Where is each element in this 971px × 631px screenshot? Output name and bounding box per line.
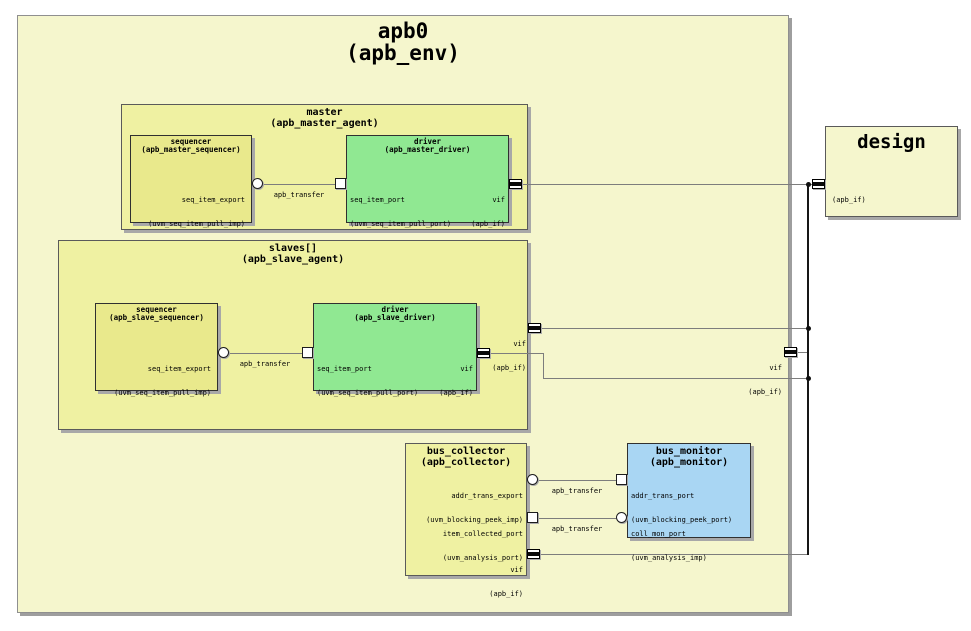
wire-slave-driver-vif-h2 [543, 378, 808, 379]
master-driver-instance-label: driver [413, 137, 442, 146]
design-box[interactable]: design [825, 126, 958, 217]
slave-driver-class-label: (apb_slave_driver) [354, 313, 436, 322]
collector-class-label: (apb_collector) [420, 457, 512, 468]
master-seq-item-port-icon[interactable] [335, 178, 346, 189]
collector-addr-trans-export-port-icon[interactable] [527, 474, 538, 485]
env-instance-label: apb0 [377, 19, 429, 43]
master-apb-transfer-wire-label: apb_transfer [273, 191, 325, 199]
monitor-box[interactable]: bus_monitor (apb_monitor) [627, 443, 751, 538]
monitor-coll-mon-port-label: coll_mon_port (uvm_analysis_imp) [631, 530, 707, 562]
collector-item-collected-port-label: item_collected_port (uvm_analysis_port) [442, 530, 523, 562]
monitor-class-label: (apb_monitor) [649, 457, 729, 468]
slave-seq-item-port-icon[interactable] [302, 347, 313, 358]
design-apb-if-port-label: (apb_if) [832, 196, 866, 204]
slave-apb-transfer-wire-label: apb_transfer [239, 360, 291, 368]
slave-agent-instance-label: slaves[] [268, 243, 318, 254]
wire-slave-driver-vif-h1 [490, 353, 543, 354]
master-seq-item-export-label: seq_item_export (uvm_seq_item_pull_imp) [148, 196, 245, 228]
wire-env-vif [797, 352, 807, 353]
master-seq-item-export-port-icon[interactable] [252, 178, 263, 189]
collector-instance-label: bus_collector [426, 446, 506, 457]
master-agent-instance-label: master [306, 107, 343, 118]
collector-analysis-wire-label: apb_transfer [551, 525, 603, 533]
master-driver-vif-label: vif (apb_if) [471, 196, 505, 228]
master-driver-class-label: (apb_master_driver) [384, 145, 471, 154]
slave-driver-vif-port-icon[interactable] [477, 348, 490, 358]
design-apb-if-port-icon[interactable] [812, 179, 825, 189]
master-seq-item-port-label: seq_item_port (uvm_seq_item_pull_port) [350, 196, 452, 228]
junction-dot-design [806, 182, 811, 187]
wire-collector-to-monitor-peek [538, 480, 616, 481]
master-sequencer-instance-label: sequencer [170, 137, 212, 146]
slave-agent-vif-label: vif (apb_if) [492, 340, 526, 372]
wire-collector-vif [540, 554, 807, 555]
env-class-label: (apb_env) [346, 41, 460, 65]
monitor-coll-mon-port-icon[interactable] [616, 512, 627, 523]
collector-vif-label: vif (apb_if) [489, 566, 523, 598]
collector-box[interactable]: bus_collector (apb_collector) [405, 443, 527, 576]
slave-driver-vif-label: vif (apb_if) [439, 365, 473, 397]
slave-agent-vif-port-icon[interactable] [528, 323, 541, 333]
slave-driver-box[interactable]: driver (apb_slave_driver) [313, 303, 477, 391]
master-driver-vif-port-icon[interactable] [509, 179, 522, 189]
design-title: design [857, 131, 926, 153]
wire-master-seq-to-driver [263, 184, 335, 185]
collector-peek-wire-label: apb_transfer [551, 487, 603, 495]
slave-driver-instance-label: driver [381, 305, 409, 314]
monitor-instance-label: bus_monitor [655, 446, 723, 457]
collector-vif-port-icon[interactable] [527, 549, 540, 559]
slave-seq-item-export-label: seq_item_export (uvm_seq_item_pull_imp) [114, 365, 211, 397]
junction-dot-slave-driver-vif [806, 376, 811, 381]
monitor-addr-trans-port-label: addr_trans_port (uvm_blocking_peek_port) [631, 492, 733, 524]
master-agent-class-label: (apb_master_agent) [270, 118, 379, 129]
env-vif-label: vif (apb_if) [748, 364, 782, 396]
junction-dot-slave-agent-vif [806, 326, 811, 331]
wire-collector-to-monitor-analysis [538, 518, 616, 519]
master-sequencer-class-label: (apb_master_sequencer) [141, 145, 241, 154]
master-driver-box[interactable]: driver (apb_master_driver) [346, 135, 509, 223]
wire-slave-seq-to-driver [229, 353, 302, 354]
collector-item-collected-port-icon[interactable] [527, 512, 538, 523]
slave-sequencer-class-label: (apb_slave_sequencer) [109, 313, 204, 322]
env-vif-port-icon[interactable] [784, 347, 797, 357]
slave-agent-class-label: (apb_slave_agent) [241, 254, 345, 265]
slave-seq-item-port-label: seq_item_port (uvm_seq_item_pull_port) [317, 365, 419, 397]
collector-addr-trans-export-label: addr_trans_export (uvm_blocking_peek_imp… [426, 492, 523, 524]
wire-slave-agent-vif [541, 328, 808, 329]
slave-sequencer-instance-label: sequencer [136, 305, 177, 314]
slave-seq-item-export-port-icon[interactable] [218, 347, 229, 358]
monitor-addr-trans-port-icon[interactable] [616, 474, 627, 485]
wire-vif-trunk [807, 184, 809, 555]
slave-sequencer-box[interactable]: sequencer (apb_slave_sequencer) [95, 303, 218, 391]
wire-master-driver-vif-to-design [522, 184, 812, 185]
wire-slave-driver-vif-v [543, 353, 544, 379]
master-sequencer-box[interactable]: sequencer (apb_master_sequencer) [130, 135, 252, 223]
